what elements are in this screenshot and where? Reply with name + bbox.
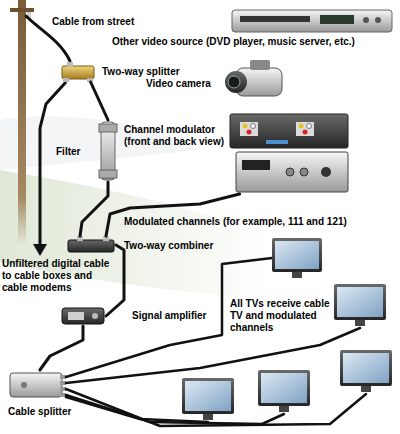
modulator-led — [266, 140, 288, 144]
jack — [247, 130, 252, 135]
device-label: Other video source (DVD player, music se… — [112, 36, 355, 48]
filter — [99, 122, 117, 180]
device-node: Cable splitter — [8, 370, 66, 398]
device-label: Cable splitter — [8, 406, 71, 418]
tv-screen — [185, 381, 231, 411]
modulator-front — [230, 114, 348, 148]
screw — [21, 382, 27, 388]
tv-frame — [258, 370, 310, 406]
device-node: Signal amplifier — [60, 306, 106, 326]
callout-label: All TVs receive cable TV and modulated c… — [230, 298, 330, 334]
coax-cable — [106, 245, 124, 316]
jack — [303, 130, 308, 135]
dvd-display — [320, 15, 354, 24]
coax-cable — [40, 326, 83, 370]
tv-frame — [182, 378, 234, 414]
splitter-body — [62, 66, 94, 79]
device-node: Video camera — [222, 58, 286, 102]
tv-set — [272, 238, 322, 278]
device-node: Two-way combiner — [66, 236, 116, 254]
filter-nut — [99, 124, 117, 132]
dvd-tray — [240, 16, 310, 22]
modulator-panel — [242, 160, 270, 170]
tv-frame — [272, 238, 322, 272]
tv-screen — [343, 353, 389, 383]
tv-stand — [279, 406, 289, 412]
tv-set — [334, 284, 386, 326]
device-label: Channel modulator (front and back view) — [124, 124, 228, 148]
dvd-button — [363, 17, 369, 23]
tv-cable — [66, 328, 360, 383]
tv-cables — [66, 258, 366, 426]
tv-frame — [334, 284, 386, 320]
pole-shaft — [18, 0, 26, 245]
f-connector — [300, 168, 308, 176]
tv-frame — [340, 350, 392, 386]
jack — [243, 124, 248, 129]
tv-stand — [203, 414, 213, 420]
filter-nut — [99, 170, 117, 178]
modulator-knob — [321, 167, 331, 177]
camera-lens — [225, 71, 247, 93]
device-node: Filter — [96, 120, 120, 182]
dvd-player — [232, 10, 392, 32]
callout-label: Cable from street — [52, 16, 134, 28]
amplifier-plate — [68, 312, 84, 320]
utility-pole — [10, 0, 34, 245]
tv-cable — [66, 395, 284, 424]
camera-glass — [228, 76, 240, 88]
device-label: Video camera — [146, 78, 211, 90]
jack — [307, 124, 312, 129]
coax-cable — [91, 82, 108, 120]
jack — [251, 124, 256, 129]
cable-splitter — [10, 373, 66, 397]
modulator-jacks — [240, 122, 258, 136]
amplifier-body — [62, 308, 104, 324]
channel-modulator — [230, 114, 348, 192]
device-label: Two-way splitter — [102, 66, 180, 78]
dvd-button — [375, 17, 381, 23]
splitter-port — [67, 62, 73, 67]
camera-viewfinder — [250, 60, 270, 70]
modulator-jacks — [296, 122, 314, 136]
tv-screen — [261, 373, 307, 403]
device-node: Channel modulator (front and back view) — [230, 112, 350, 194]
splitter-port — [63, 78, 69, 82]
tv-stand — [292, 272, 302, 278]
two-way-combiner — [68, 236, 114, 252]
device-node: Two-way splitter — [60, 62, 96, 82]
tv-set — [340, 350, 392, 392]
signal-amplifier — [62, 308, 104, 324]
tv-stand — [355, 320, 365, 326]
device-node: Other video source (DVD player, music se… — [232, 8, 392, 34]
coax-cable — [106, 194, 240, 236]
video-camera — [225, 60, 282, 96]
pole-crossarm — [10, 8, 34, 12]
modulator-back — [236, 152, 348, 192]
unfiltered-cable — [40, 82, 66, 246]
two-way-splitter — [62, 62, 94, 82]
combiner-body — [68, 240, 114, 252]
dvd-body — [232, 10, 392, 32]
tv-stand — [361, 386, 371, 392]
jack — [299, 124, 304, 129]
tv-set — [258, 370, 310, 412]
coax-cable — [80, 182, 108, 236]
tv-screen — [275, 241, 319, 269]
tv-screen — [337, 287, 383, 317]
splitter-housing — [10, 373, 62, 397]
f-connector — [286, 168, 294, 176]
device-label: Two-way combiner — [124, 240, 213, 252]
device-label: Signal amplifier — [132, 310, 206, 322]
tv-set — [182, 378, 234, 420]
amplifier-port — [92, 313, 98, 319]
callout-label: Unfiltered digital cable to cable boxes … — [2, 258, 114, 294]
device-label: Filter — [56, 146, 80, 158]
edge-label: Modulated channels (for example, 111 and… — [124, 216, 347, 228]
arrow-head — [33, 244, 47, 256]
